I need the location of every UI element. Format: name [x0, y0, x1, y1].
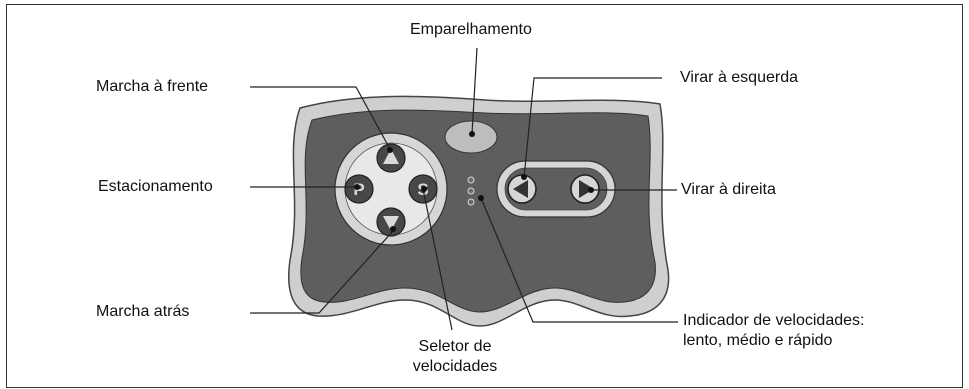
- label-parking: Estacionamento: [98, 178, 213, 195]
- turn-right-button[interactable]: [570, 174, 600, 204]
- label-turn-right: Virar à direita: [681, 181, 776, 198]
- forward-button[interactable]: [376, 143, 406, 173]
- letter-p-icon: P: [353, 180, 364, 199]
- leader-dots: [354, 131, 594, 232]
- diagram-frame: [6, 4, 963, 388]
- label-speed-indicator-line1: Indicador de velocidades:: [683, 312, 865, 329]
- label-speed-indicator-line2: lento, médio e rápido: [683, 332, 833, 349]
- label-forward: Marcha à frente: [96, 78, 209, 95]
- label-turn-left: Virar à esquerda: [680, 69, 798, 86]
- reverse-button[interactable]: [376, 207, 406, 237]
- triangle-up-icon: [383, 149, 399, 164]
- label-speed-selector-line2: velocidades: [412, 358, 498, 375]
- speed-indicator-leds: [467, 176, 475, 206]
- triangle-down-icon: [383, 216, 399, 231]
- triangle-left-icon: [513, 180, 528, 198]
- label-speed-selector: Seletor de velocidades: [405, 337, 505, 377]
- triangle-right-icon: [579, 180, 594, 198]
- label-reverse: Marcha atrás: [96, 303, 190, 320]
- label-speed-selector-line1: Seletor de: [418, 338, 492, 355]
- label-pairing: Emparelhamento: [410, 21, 532, 38]
- label-speed-indicator: Indicador de velocidades: lento, médio e…: [683, 311, 864, 351]
- leader-lines: [250, 47, 678, 331]
- pairing-button[interactable]: [444, 120, 498, 154]
